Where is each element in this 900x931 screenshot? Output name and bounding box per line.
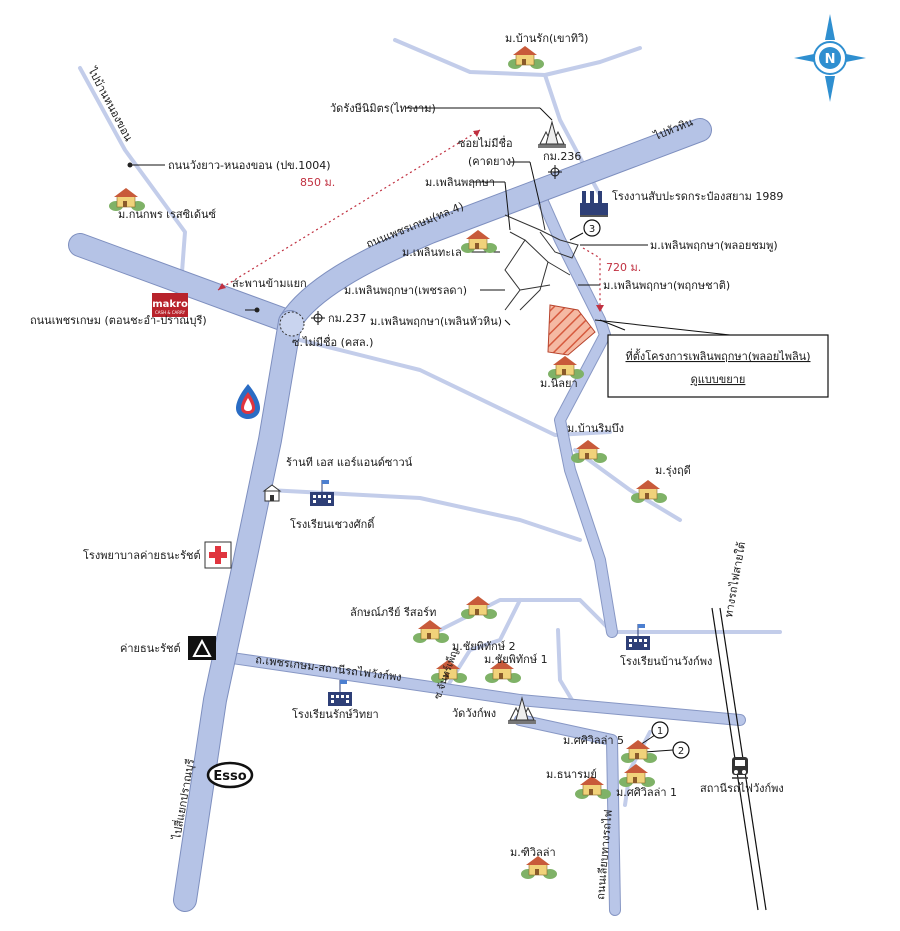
house-icon <box>520 855 558 880</box>
makro-logo-subtext: CASH & CARRY <box>155 310 186 315</box>
km236-crosshair-icon <box>548 165 562 179</box>
house-icon <box>460 229 498 254</box>
marker-3-label: 3 <box>589 224 595 235</box>
label-wat-rang: วัดรังษีนิมิตร(ไทรงาม) <box>330 102 436 115</box>
makro-logo-text: makro <box>152 299 188 310</box>
label-phloen-thale: ม.เพลินทะเล <box>402 246 462 259</box>
label-wang-yao-nong-khon: ถนนวังยาว-หนองขอน (ปข.1004) <box>168 159 330 172</box>
label-school-rak: โรงเรียนรักษ์วิทยา <box>292 707 379 721</box>
roads-layer <box>68 38 782 916</box>
makro-logo: makro CASH & CARRY <box>152 293 188 317</box>
marker-1-label: 1 <box>657 726 663 737</box>
road-petchkasem-main <box>279 119 711 333</box>
km237-crosshair-icon <box>311 311 325 325</box>
label-km237: กม.237 <box>328 312 366 325</box>
marker-2[interactable]: 2 <box>672 741 690 759</box>
label-camp: ค่ายธนะรัชต์ <box>120 642 181 655</box>
label-soi-mai-mi-chue: ซ.ไม่มีชื่อ (คสล.) <box>292 334 373 349</box>
road-chaiyaphak <box>443 598 522 692</box>
label-wat-wangkaphong: วัดวังก์พง <box>452 707 496 720</box>
house-icon <box>618 763 656 788</box>
esso-logo-text: Esso <box>213 769 246 784</box>
label-rung-arun: ม.รุ่งฤดี <box>655 464 691 477</box>
label-phloen-chomphu: ม.เพลินพฤกษา(พลอยชมพู) <box>650 239 778 252</box>
road-north-east <box>543 46 642 77</box>
label-chaiyaphak2: ม.ชัยพิทักษ์ 2 <box>452 640 516 653</box>
site-callout-title: ที่ตั้งโครงการเพลินพฤกษา(พลอยไพลิน) <box>626 348 811 363</box>
road-petchkasem-south <box>174 311 301 911</box>
label-school-wangkaphong: โรงเรียนบ้านวังก์พง <box>620 654 712 668</box>
label-sirivilla: ม.ฑิวิลล่า <box>510 846 556 859</box>
school-icon <box>625 623 651 651</box>
road-nong-khon <box>78 66 187 274</box>
label-petchkasem-station: ถ.เพชรเกษม-สถานีรถไฟวังก์พง <box>255 653 403 684</box>
label-distance-720: 720 ม. <box>606 261 641 274</box>
overpass-junction <box>279 311 305 337</box>
label-phloen-huahin: ม.เพลินพฤกษา(เพลินหัวหิน) <box>370 315 502 328</box>
house-icon <box>507 45 545 70</box>
label-factory: โรงงานสับปะรดกระป๋องสยาม 1989 <box>612 189 783 203</box>
marker-1[interactable]: 1 <box>651 721 669 739</box>
label-km236: กม.236 <box>543 150 581 163</box>
arrowhead-720 <box>596 305 604 312</box>
house-icon <box>460 595 498 620</box>
hospital-cross-icon <box>204 541 232 569</box>
label-shop: ร้านที เอส แอร์แอนด์ซาวน์ <box>286 456 413 469</box>
compass-north-letter: N <box>825 52 836 67</box>
camp-icon <box>188 636 216 660</box>
road-mid-east <box>298 338 612 437</box>
label-petchkasem-cha-am: ถนนเพชรเกษม (ตอนชะอำ-ปราณบุรี) <box>30 314 207 327</box>
label-to-nong-khon: ไปบ้านหนองขอน <box>85 64 135 143</box>
phloen-soi-network <box>504 204 579 311</box>
factory-icon <box>580 191 608 217</box>
train-icon <box>732 757 748 779</box>
house-icon <box>547 355 585 380</box>
arrowhead-850-b <box>218 283 226 290</box>
label-thanaram: ม.ธนารมย์ <box>546 768 597 781</box>
distance-line-850 <box>217 129 481 291</box>
label-sirivilla5: ม.ศศิวิลล่า 5 <box>563 734 624 747</box>
project-site-plot <box>547 304 596 356</box>
shop-icon <box>262 484 282 502</box>
site-callout-subtitle: ดูแบบขยาย <box>691 373 746 386</box>
road-shop-east <box>266 488 582 542</box>
label-phloen-phruksa: ม.เพลินพฤกษา <box>425 176 495 189</box>
road-railway-side <box>515 715 620 915</box>
label-railway: ทางรถไฟสายใต้ <box>722 541 748 619</box>
road-site-access <box>535 190 617 637</box>
label-overpass: สะพานข้ามแยก <box>232 277 307 290</box>
school-icon <box>327 679 353 707</box>
ptt-station-icon <box>236 384 260 419</box>
label-lakkhana: ลักษณ์ภรีย์ รีสอร์ท <box>350 606 436 619</box>
label-chaiyaphak1: ม.ชัยพิทักษ์ 1 <box>484 653 548 666</box>
label-soi-unnamed: ซอยไม่มีชื่อ <box>458 135 513 150</box>
label-phloen-phetcha: ม.เพลินพฤกษา(เพชรลดา) <box>344 284 467 297</box>
site-callout-box[interactable]: ที่ตั้งโครงการเพลินพฤกษา(พลอยไพลิน) ดูแบ… <box>607 334 829 398</box>
label-ban-ring: ม.บ้านริมบึง <box>567 422 624 435</box>
marker-3[interactable]: 3 <box>583 219 601 237</box>
house-icon <box>412 619 450 644</box>
label-kanokporn: ม.กนกพร เรสซิเด้นซ์ <box>118 208 217 221</box>
label-school-chuang: โรงเรียนเชวงศักดิ์ <box>290 516 376 531</box>
label-phloen-chat: ม.เพลินพฤกษา(พฤกษชาติ) <box>603 279 730 292</box>
label-distance-850: 850 ม. <box>300 176 335 189</box>
label-ban-rak: ม.บ้านรัก(เขาทิวิ) <box>505 32 588 45</box>
label-niraya: ม.นิลยา <box>540 377 578 390</box>
leader-lines <box>127 107 674 753</box>
distance-line-720 <box>582 247 601 305</box>
compass-rose-icon: N <box>794 14 866 102</box>
school-icon <box>309 479 335 507</box>
label-sirivilla1: ม.ศศิวิลล่า 1 <box>616 786 677 799</box>
arrowhead-850-a <box>473 130 480 137</box>
road-rung-arun <box>573 448 682 522</box>
label-station: สถานีรถไฟวังก์พง <box>700 782 784 795</box>
road-petchkasem-station <box>220 652 745 725</box>
label-soi-unnamed-sub: (คาดยาง) <box>468 155 515 168</box>
marker-2-label: 2 <box>678 746 684 757</box>
label-hospital: โรงพยาบาลค่ายธนะรัชต์ <box>83 548 201 562</box>
road-sri-villa <box>556 628 577 707</box>
map-labels: ไปบ้านหนองขอน ไปหัวหิน ถนนเพชรเกษม(ทล.4)… <box>30 32 784 900</box>
esso-logo: Esso <box>206 761 254 789</box>
